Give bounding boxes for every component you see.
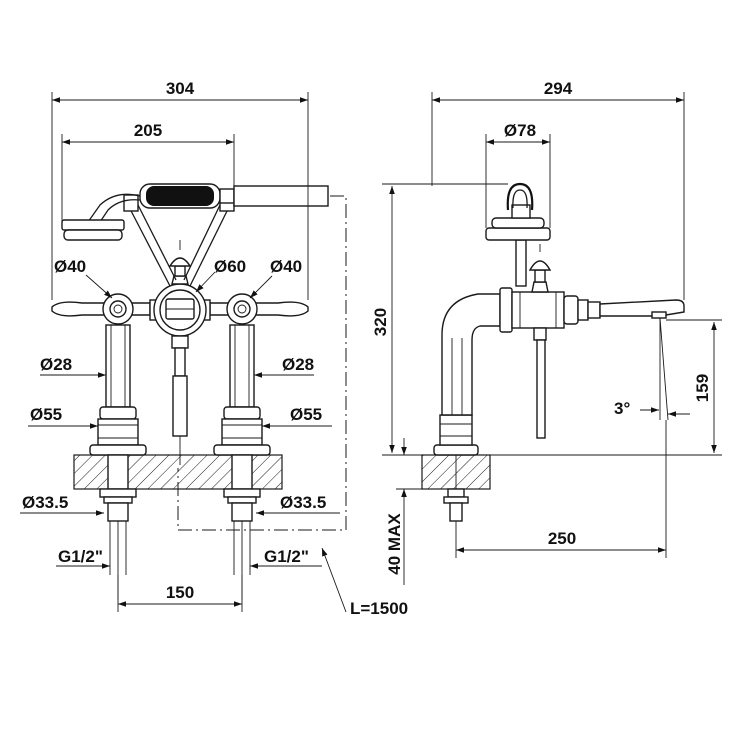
dim-connection-right-label: G1/2" — [264, 547, 309, 566]
dim-handle-left-label: Ø40 — [54, 257, 86, 276]
side-view: 294 Ø78 320 40 MAX 159 — [371, 79, 722, 585]
dim-250 — [455, 420, 667, 558]
dim-250-label: 250 — [548, 529, 576, 548]
dim-320-label: 320 — [371, 308, 390, 336]
dim-handle-right-label: Ø40 — [270, 257, 302, 276]
dim-78-label: Ø78 — [504, 121, 536, 140]
dim-150-label: 150 — [166, 583, 194, 602]
dim-159 — [490, 319, 722, 456]
dim-flange-right-label: Ø55 — [290, 405, 322, 424]
dim-304-label: 304 — [166, 79, 195, 98]
dim-flange-left-label: Ø55 — [30, 405, 62, 424]
side-shower-head — [485, 182, 551, 287]
dim-205-label: 205 — [134, 121, 162, 140]
dim-thread-left-label: Ø33.5 — [22, 493, 68, 512]
side-spout — [577, 299, 685, 321]
dim-159-label: 159 — [693, 374, 712, 402]
dim-angle-label: 3° — [614, 399, 630, 418]
dim-320 — [382, 183, 508, 456]
dim-shank-right-label: Ø28 — [282, 355, 314, 374]
right-valve-body — [213, 324, 271, 600]
dim-thread-right-label: Ø33.5 — [280, 493, 326, 512]
dim-304 — [51, 92, 309, 300]
dim-205 — [61, 134, 235, 222]
dim-294-label: 294 — [544, 79, 573, 98]
dim-150 — [117, 575, 243, 612]
left-cross-handle — [51, 293, 151, 325]
side-valve-body — [499, 244, 579, 439]
dim-3deg — [640, 317, 690, 421]
hose-line — [177, 195, 347, 531]
dim-deck-label: 40 MAX — [385, 513, 404, 575]
dim-294 — [431, 92, 685, 300]
side-column — [433, 293, 501, 456]
left-valve-body — [89, 324, 147, 600]
dim-center-label: Ø60 — [214, 257, 246, 276]
handshower — [61, 183, 329, 241]
dim-shank-left-label: Ø28 — [40, 355, 72, 374]
dim-connection-left-label: G1/2" — [58, 547, 103, 566]
dim-78 — [485, 134, 551, 228]
front-view: 304 205 Ø40 Ø60 Ø40 Ø28 Ø28 Ø55 Ø55 Ø33.… — [20, 79, 408, 618]
dim-40max — [396, 438, 422, 585]
dim-hose-length-label: L=1500 — [350, 599, 408, 618]
center-diverter — [149, 240, 211, 465]
right-cross-handle — [209, 293, 309, 325]
